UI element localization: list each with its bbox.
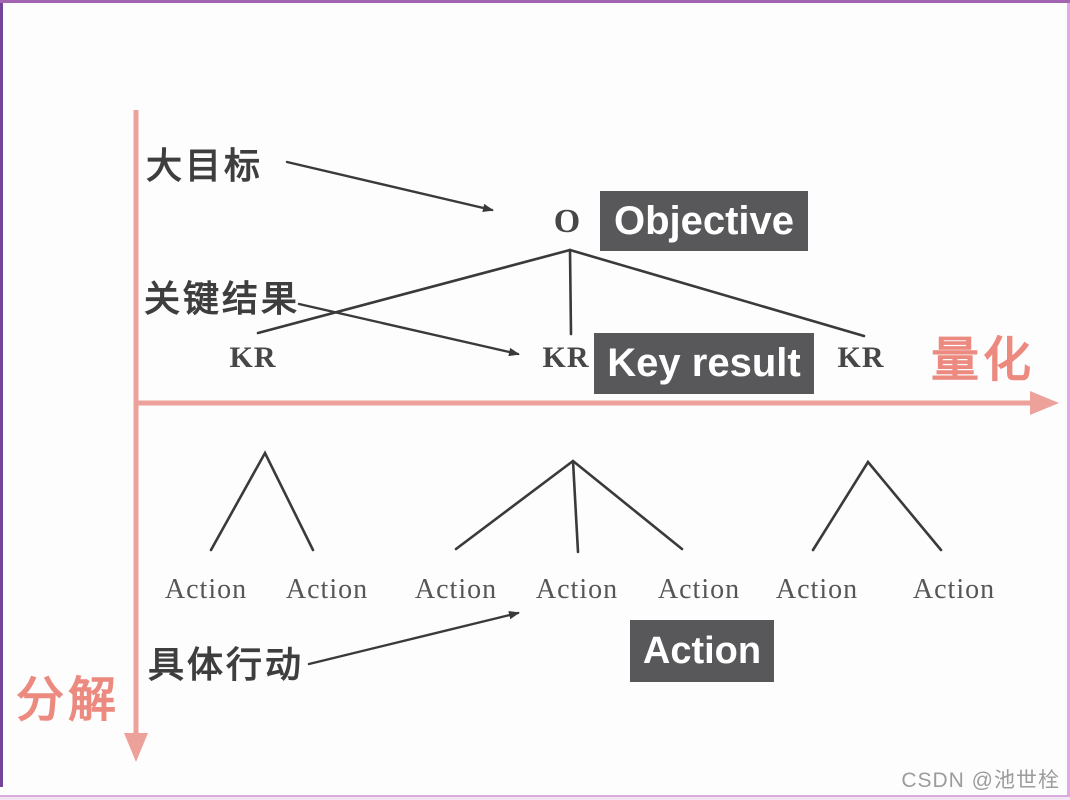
action-badge: Action [630,620,774,682]
action-leaf-7: Action [912,574,996,605]
diagram-lines [124,110,1059,762]
objective-tree [256,248,866,338]
node-kr-middle: KR [542,341,590,374]
action-tree-right [811,459,943,552]
action-leaf-6: Action [775,574,859,605]
csdn-watermark: CSDN @池世栓 [901,769,1060,792]
axis-label-quantify: 量化 [931,334,1036,387]
axis-vertical-arrowhead [124,733,148,762]
node-objective-o: O [553,203,581,240]
action-leaf-3: Action [414,574,498,605]
node-kr-left: KR [229,341,277,374]
axis-horizontal-arrowhead [1030,391,1059,415]
action-tree-left [209,450,315,552]
node-kr-right: KR [837,341,885,374]
arrow-objective [285,160,494,213]
action-leaf-5: Action [657,574,741,605]
annotation-arrows [285,160,520,666]
action-leaf-1: Action [164,574,248,605]
label-concrete-action: 具体行动 [148,644,305,685]
action-tree-middle [454,459,684,554]
label-big-objective: 大目标 [146,145,264,186]
key-result-badge: Key result [594,333,814,394]
action-trees [209,450,943,554]
axis-label-decompose: 分解 [16,674,121,727]
action-leaf-4: Action [535,574,619,605]
label-key-result: 关键结果 [144,278,301,319]
action-leaf-2: Action [285,574,369,605]
objective-badge: Objective [600,191,808,251]
arrow-key-result [297,302,520,357]
arrow-action [307,611,520,666]
